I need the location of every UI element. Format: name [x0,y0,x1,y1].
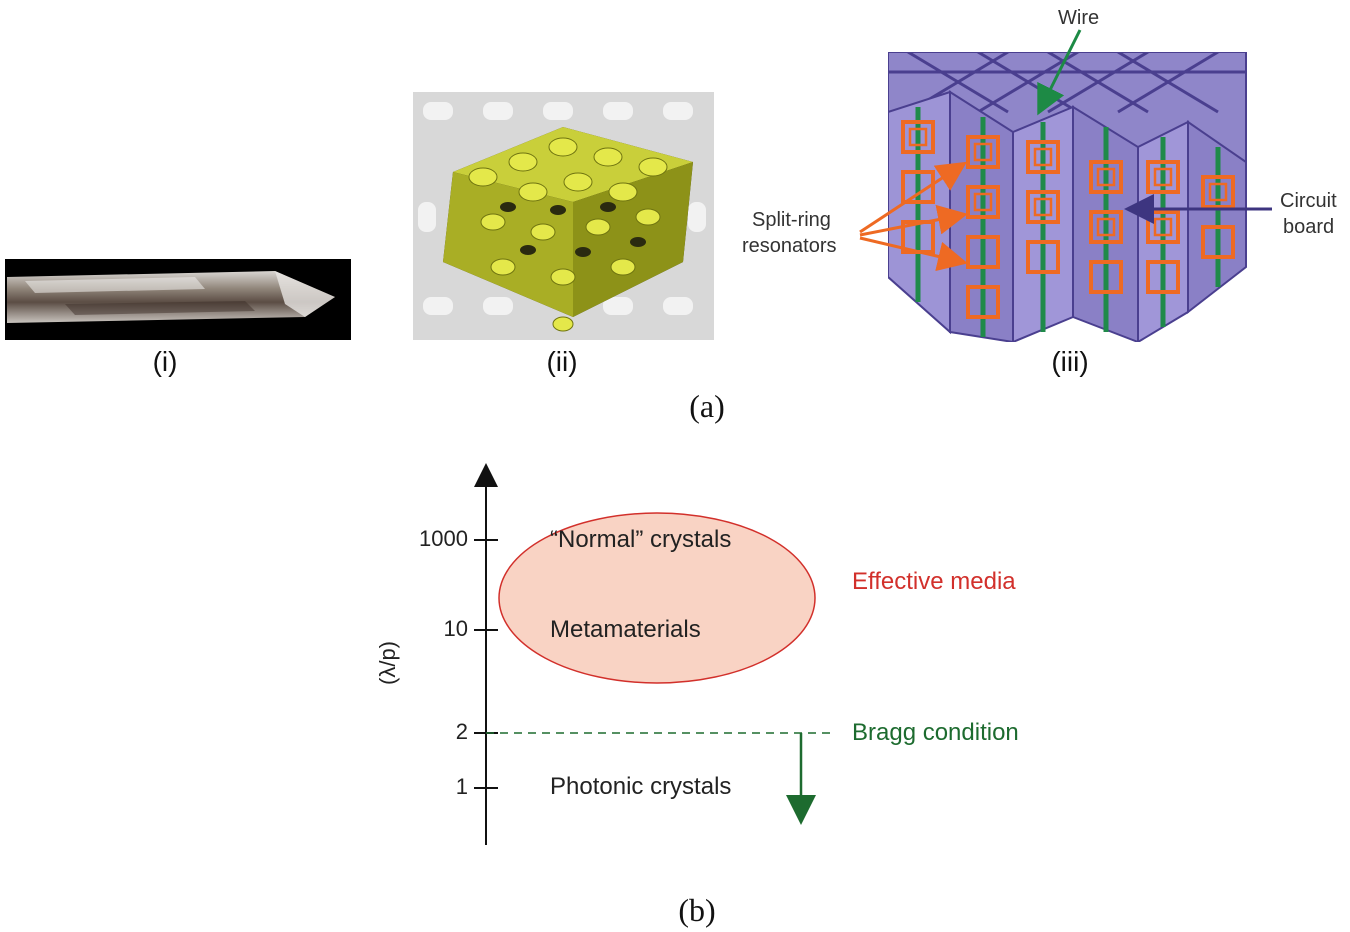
tick-label-2: 2 [455,719,468,744]
quartz-crystal-image [5,259,351,340]
metamaterials-label: Metamaterials [550,616,701,643]
split-ring-label-line1: Split-ring [752,209,831,231]
bragg-condition-label: Bragg condition [852,719,1019,746]
panel-iii-annotation-arrows [859,29,1272,272]
normal-crystals-label: “Normal” crystals [550,526,732,553]
caption-b: (b) [678,892,716,928]
caption-a: (a) [689,388,725,424]
effective-media-ellipse [498,512,816,684]
split-ring-label-line2: resonators [742,235,837,257]
tick-label-1000: 1000 [419,526,468,551]
split-ring-arrow-2 [859,204,968,237]
metamaterial-board-image [888,52,1260,342]
tick-label-10: 10 [443,616,468,641]
circuit-board-label-line1: Circuit [1280,190,1337,212]
circuit-board-label-line2: board [1283,216,1335,238]
photonic-lattice-image [413,92,714,340]
split-ring-arrow-1 [859,161,968,234]
wire-arrow [1037,29,1082,116]
wire-label: Wire [1058,7,1100,29]
panel-label-iii: (iii) [1051,346,1089,377]
tick-label-1: 1 [455,774,468,799]
photonic-crystals-label: Photonic crystals [550,773,732,800]
panel-label-ii: (ii) [546,346,578,377]
y-axis-label: (λ/p) [375,641,400,685]
panel-label-i: (i) [152,346,178,377]
split-ring-arrow-3 [859,236,968,272]
effective-media-label: Effective media [852,568,1016,595]
